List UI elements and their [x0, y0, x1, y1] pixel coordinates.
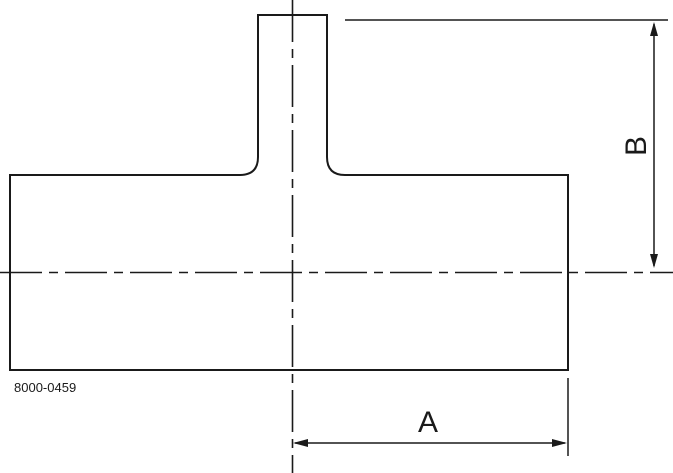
- fill-group: A B 8000-0459: [14, 22, 658, 447]
- dim-b-arrow-down-icon: [650, 254, 658, 268]
- tee-outline: [9, 14, 569, 371]
- part-number: 8000-0459: [14, 380, 76, 395]
- dim-b-arrow-up-icon: [650, 22, 658, 36]
- dim-b-label: B: [620, 136, 653, 156]
- dim-a-label: A: [418, 406, 438, 439]
- dim-a-arrow-left-icon: [293, 439, 308, 447]
- dim-a-arrow-right-icon: [552, 439, 567, 447]
